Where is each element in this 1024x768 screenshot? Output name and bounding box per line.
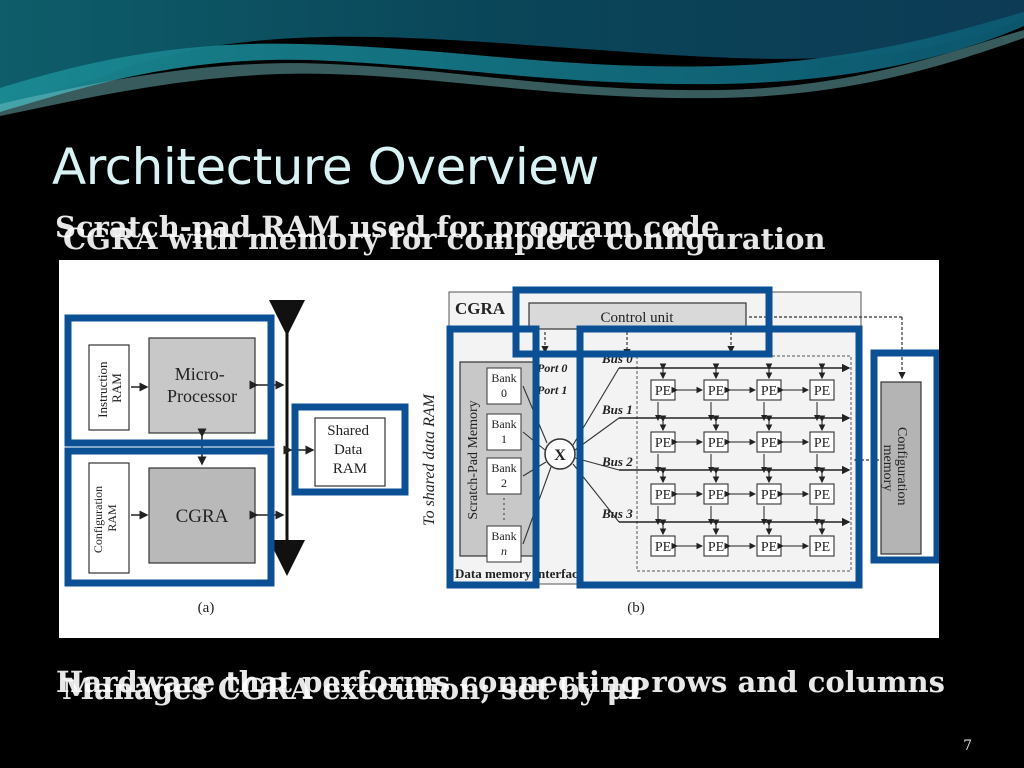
- pe-label: PE: [814, 384, 830, 399]
- svg-text:Bus 2: Bus 2: [601, 454, 633, 469]
- overlap-caption-bottom-2: Manages CGRA execution; set by μP: [62, 672, 650, 706]
- highlight-config-memory: [870, 349, 941, 564]
- highlight-cgra-a: [64, 447, 275, 587]
- crossbar-switch: [544, 438, 576, 470]
- highlight-control-unit: [512, 286, 773, 358]
- figure-a: Instruction RAM Micro- Processor Configu…: [64, 300, 409, 616]
- pe-label: PE: [708, 436, 724, 451]
- pe-label: PE: [655, 540, 671, 555]
- svg-text:X: X: [554, 447, 566, 464]
- pe-label: PE: [708, 540, 724, 555]
- control-unit-box: [528, 302, 747, 330]
- pe-label: PE: [814, 488, 830, 503]
- shared-data-ram-label: Shared Data RAM: [327, 423, 372, 477]
- instruction-ram-box: [88, 344, 130, 431]
- slide-title: Architecture Overview: [52, 138, 599, 196]
- svg-text:Port 0: Port 0: [537, 361, 567, 375]
- pe-label: PE: [761, 436, 777, 451]
- svg-text:Bus 1: Bus 1: [601, 402, 633, 417]
- highlight-microprocessor: [64, 314, 275, 447]
- control-unit-label: Control unit: [601, 310, 675, 326]
- pe-label: PE: [814, 540, 830, 555]
- pe-label: PE: [761, 384, 777, 399]
- pe-cell: [809, 483, 835, 505]
- microprocessor-label: Micro- Processor: [167, 364, 237, 406]
- pe-label: PE: [655, 384, 671, 399]
- caption-b: (b): [627, 600, 645, 616]
- cgra-label-b: CGRA: [455, 299, 506, 318]
- architecture-figure: Instruction RAM Micro- Processor Configu…: [59, 260, 941, 638]
- cgra-label-a: CGRA: [176, 506, 229, 527]
- shared-data-ram-box: [314, 417, 386, 487]
- overlap-caption-top-2: CGRA with memory for complete configurat…: [63, 222, 826, 256]
- page-number: 7: [963, 738, 972, 754]
- data-memory-interface-label: Data memory interface: [455, 566, 584, 581]
- configuration-memory-label: Configuration memory: [880, 427, 909, 509]
- pe-label: PE: [814, 436, 830, 451]
- pe-label: PE: [708, 488, 724, 503]
- highlight-scratch-pad: [446, 325, 540, 589]
- svg-text:Port 1: Port 1: [537, 383, 567, 397]
- microprocessor-box: [148, 337, 256, 434]
- pe-label: PE: [655, 436, 671, 451]
- pe-label: PE: [655, 488, 671, 503]
- configuration-ram-box: [88, 462, 130, 574]
- pe-grid: PE PE PE PE PE PE PE PE PE PE PE PE PE PE PE PE: [650, 363, 835, 557]
- highlight-pe-array: [576, 325, 863, 589]
- pe-label: PE: [708, 384, 724, 399]
- svg-text:Bus 3: Bus 3: [601, 506, 633, 521]
- caption-a: (a): [198, 600, 215, 616]
- overlap-caption-bottom-1: Hardware that performs connecting rows a…: [56, 665, 945, 699]
- configuration-memory-box: [880, 381, 922, 555]
- highlight-shared-ram: [291, 403, 409, 496]
- header-banner: [0, 0, 1024, 130]
- pe-label: PE: [761, 540, 777, 555]
- instruction-ram-label: Instruction RAM: [95, 358, 124, 418]
- pe-label: PE: [761, 488, 777, 503]
- scratch-pad-label: Scratch-Pad Memory: [466, 400, 481, 519]
- pe-cell: [809, 535, 835, 557]
- overlap-caption-top-1: Scratch-pad RAM used for program code: [55, 210, 720, 244]
- figure-b: CGRA Control unit Scratch-Pad Memory Ban…: [446, 286, 941, 616]
- to-shared-ram-label: To shared data RAM: [421, 392, 438, 525]
- configuration-ram-label: Configuration RAM: [91, 483, 119, 553]
- pe-cell: [809, 431, 835, 453]
- pe-cell: [809, 379, 835, 401]
